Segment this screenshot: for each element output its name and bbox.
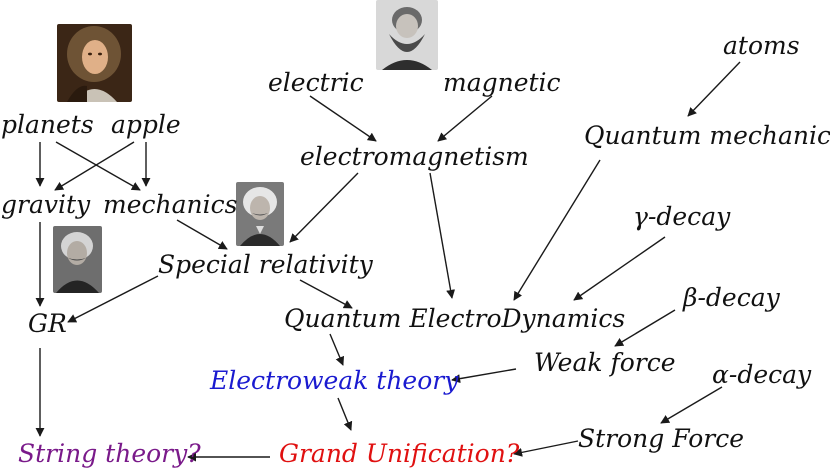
arrow-planets-mechanics <box>55 141 141 191</box>
arrow-quantum-mechanics-qed <box>513 159 601 301</box>
node-apple: apple <box>111 110 181 139</box>
arrow-apple-gravity <box>54 141 135 191</box>
node-qed: Quantum ElectroDynamics <box>284 304 626 333</box>
node-magnetic: magnetic <box>443 68 561 97</box>
node-weak-force: Weak force <box>534 348 676 377</box>
arrow-gamma-decay-qed <box>573 236 666 301</box>
node-grand-unification: Grand Unification? <box>279 439 520 468</box>
node-beta-decay: β-decay <box>683 283 780 312</box>
arrow-electromagnetism-special-relativity <box>289 172 359 243</box>
arrow-electric-electromagnetism <box>309 95 377 142</box>
arrow-mechanics-special-relativity <box>176 219 228 250</box>
arrow-electroweak-grand-unification <box>337 397 353 431</box>
node-strong-force: Strong Force <box>578 424 745 453</box>
node-quantum-mechanics: Quantum mechanics <box>584 121 830 150</box>
node-alpha-decay: α-decay <box>712 360 812 389</box>
node-electromagnetism: electromagnetism <box>300 142 529 171</box>
arrow-atoms-quantum-mechanics <box>687 61 741 117</box>
arrow-magnetic-electromagnetism <box>437 95 493 142</box>
einstein-portrait-older <box>53 226 102 293</box>
node-planets: planets <box>1 110 94 139</box>
arrow-strong-force-grand-unification <box>513 440 579 457</box>
arrow-beta-decay-weak-force <box>614 309 676 347</box>
node-gr: GR <box>28 309 67 338</box>
arrow-special-relativity-gr <box>67 275 159 323</box>
arrow-electromagnetism-qed <box>429 172 456 299</box>
maxwell-portrait <box>376 0 438 70</box>
arrow-qed-electroweak <box>329 333 345 366</box>
node-mechanics: mechanics <box>103 190 238 219</box>
node-special-relativity: Special relativity <box>158 250 373 279</box>
einstein-portrait <box>236 182 284 246</box>
node-gamma-decay: γ-decay <box>633 202 731 231</box>
arrow-weak-force-electroweak <box>451 368 517 384</box>
node-electric: electric <box>268 68 364 97</box>
node-electroweak: Electroweak theory <box>210 366 459 395</box>
node-gravity: gravity <box>1 190 91 219</box>
node-string-theory: String theory? <box>18 439 201 468</box>
node-atoms: atoms <box>723 31 800 60</box>
arrow-alpha-decay-strong-force <box>660 386 723 424</box>
newton-portrait <box>57 24 132 102</box>
arrow-special-relativity-qed <box>299 279 353 309</box>
